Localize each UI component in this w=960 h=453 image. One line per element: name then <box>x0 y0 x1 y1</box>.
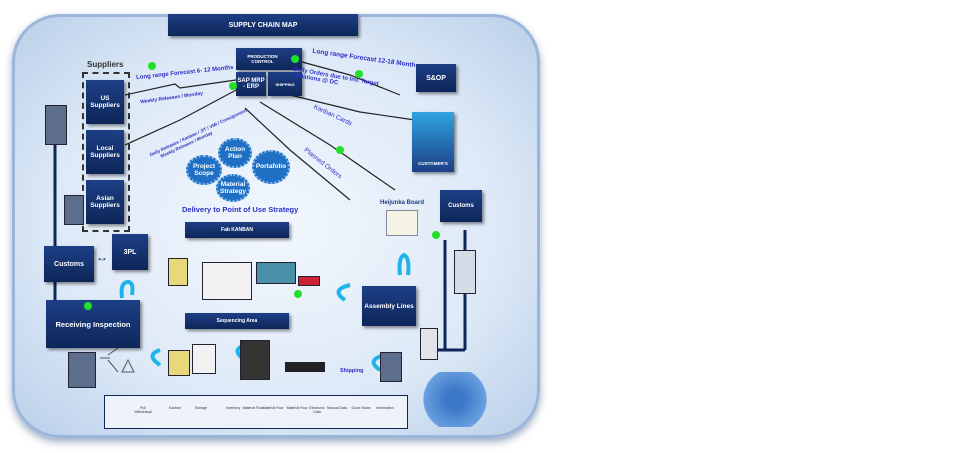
legend-material-flow-1: Material Flow <box>242 406 264 410</box>
gear-project-scope: Project Scope <box>186 155 222 185</box>
storage-rack-icon <box>192 344 216 374</box>
network-cloud <box>420 372 490 427</box>
warehouse-forklift-icon <box>68 352 96 388</box>
shipping-label: Shipping <box>340 368 364 374</box>
legend-electronic-data: Electronic Data <box>309 406 325 414</box>
sap-erp: SAP MRP - ERP <box>236 72 266 96</box>
heijunka-board-label: Heijunka Board <box>380 200 425 206</box>
receiving-inspection: Receiving Inspection <box>46 300 140 348</box>
production-control: PRODUCTION CONTROL <box>236 48 302 70</box>
sequencing-cart-icon <box>256 262 296 284</box>
legend-storage: Storage <box>194 406 208 410</box>
legend-material-flow-2: Material Flow <box>262 406 284 410</box>
3pl: 3PL <box>112 234 148 270</box>
delivery-strategy: Delivery to Point of Use Strategy <box>182 205 299 214</box>
ship-icon <box>64 195 84 225</box>
suppliers-group <box>82 72 130 232</box>
legend-pull-withdrawal: Pull Withdrawal <box>134 406 152 414</box>
customs-left: Customs <box>44 246 94 282</box>
gear-portafolio: Portafolio <box>252 150 290 184</box>
truck-right-icon <box>454 250 476 294</box>
status-dot <box>294 290 302 298</box>
suppliers-title: Suppliers <box>87 60 124 69</box>
customs-right: Customs <box>440 190 482 222</box>
shipping-dock-icon <box>380 352 402 382</box>
shipping-box: SHIPPING <box>268 72 302 96</box>
status-dot <box>229 82 237 90</box>
gear-action-plan: Action Plan <box>218 138 252 168</box>
legend-manual-data: Manual Data <box>327 406 347 410</box>
tugger-train-icon <box>285 362 325 372</box>
sop: S&OP <box>416 64 456 92</box>
forklift-icon <box>168 258 188 286</box>
us-suppliers: US Suppliers <box>86 80 124 124</box>
title-bar: SUPPLY CHAIN MAP <box>168 14 358 36</box>
status-dot <box>84 302 92 310</box>
fab-kanban: Fab KANBAN <box>185 222 289 238</box>
status-dot <box>355 70 363 78</box>
legend-good-vision: Good Vision <box>351 406 371 410</box>
legend-information: Information <box>376 406 394 410</box>
truck-icon <box>45 105 67 145</box>
sequencing-racks-icon <box>202 262 252 300</box>
status-dot <box>291 55 299 63</box>
status-dot <box>148 62 156 70</box>
scanner-icon <box>420 328 438 360</box>
status-dot <box>432 231 440 239</box>
train-icon <box>298 276 320 286</box>
legend-inventory: Inventory <box>225 406 241 410</box>
forklift-2-icon <box>168 350 190 376</box>
gear-material-strategy: Material Strategy <box>216 174 250 202</box>
legend <box>104 395 408 429</box>
bidirectional-arrow-icon: ↔ <box>96 250 108 264</box>
assembly-lines: Assembly Lines <box>362 286 416 326</box>
legend-kanban: Kanban <box>168 406 182 410</box>
sequencing-area: Sequencing Area <box>185 313 289 329</box>
carts-icon <box>240 340 270 380</box>
heijunka-board <box>386 210 418 236</box>
status-dot <box>336 146 344 154</box>
customers: CUSTOMER'S <box>412 112 454 172</box>
asian-suppliers: Asian Suppliers <box>86 180 124 224</box>
legend-material-flow-3: Material Flow <box>286 406 308 410</box>
local-suppliers: Local Suppliers <box>86 130 124 174</box>
